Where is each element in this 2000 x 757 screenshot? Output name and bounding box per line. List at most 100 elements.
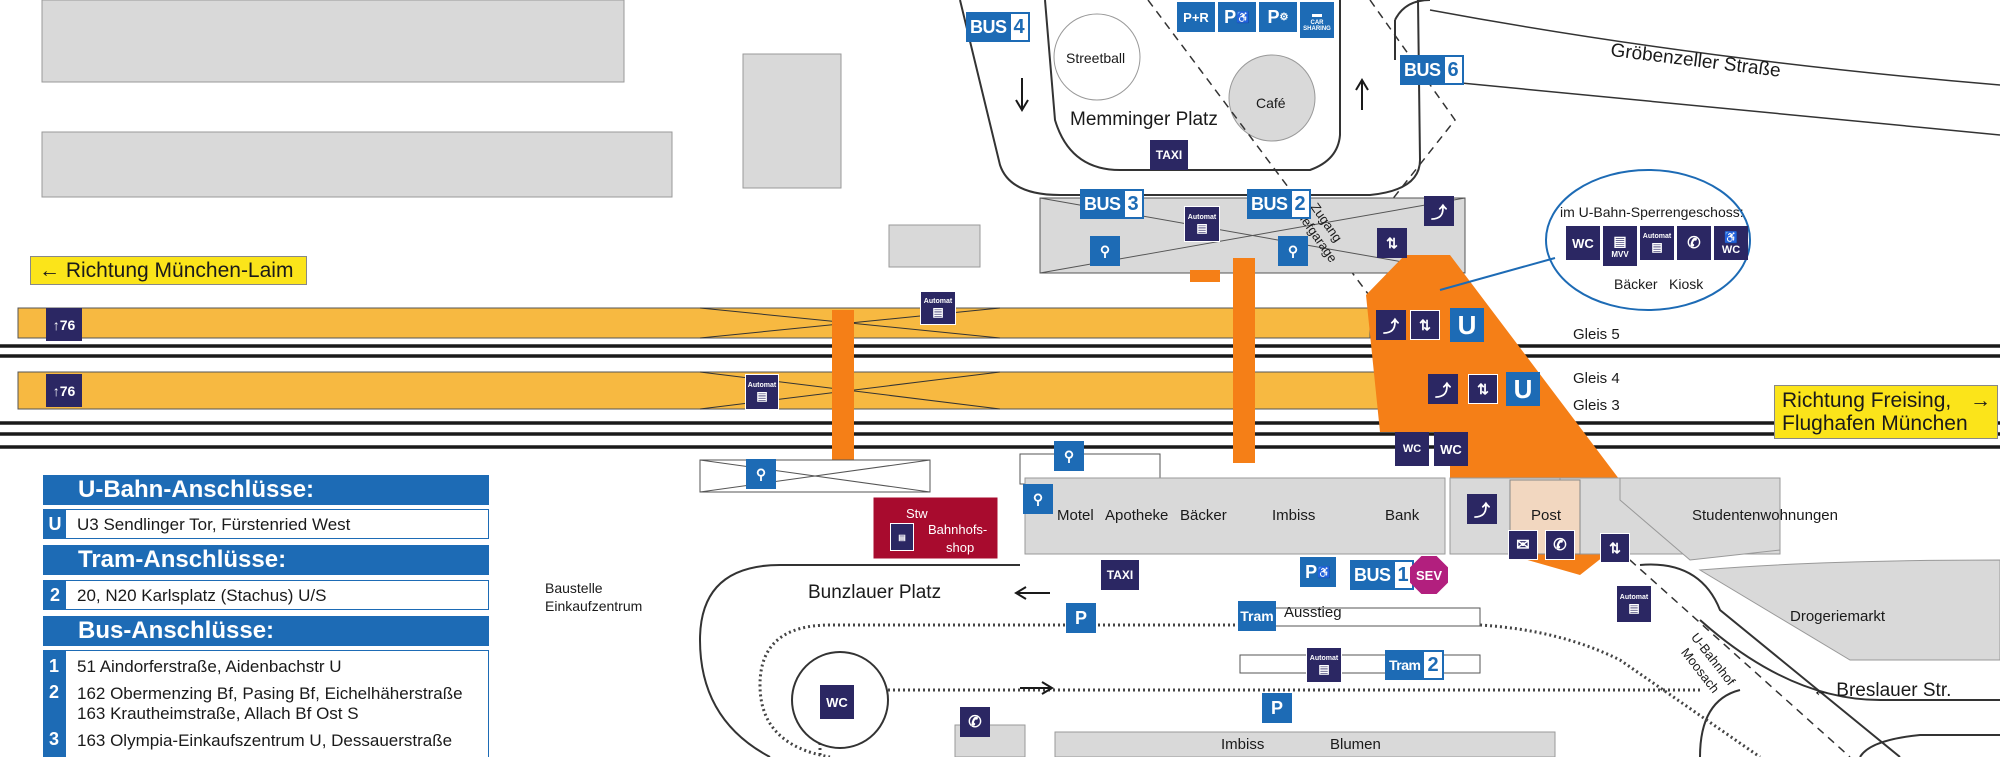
direction-west-text: ← Richtung München-Laim: [39, 259, 294, 282]
direction-east-line1: Richtung Freising,: [1782, 389, 1952, 412]
road-outline: [1639, 563, 1901, 757]
label-cafe: Café: [1256, 95, 1286, 111]
legend-tram-text: 20, N20 Karlsplatz (Stachus) U/S: [77, 586, 327, 605]
label-memminger-platz: Memminger Platz: [1070, 109, 1218, 130]
callout-baecker: Bäcker: [1614, 276, 1658, 292]
p-label: P: [1074, 607, 1087, 628]
automat-label: Automat: [1309, 654, 1339, 662]
road-outline: [1699, 689, 1741, 757]
ubahn-sign-label: U: [1513, 373, 1533, 404]
road-outline: [698, 564, 1020, 757]
callout-icon-row: WC ▤ MVV Automat▤ ✆ ♿WC: [1566, 226, 1748, 266]
short-term-parking-icon: P: [1262, 693, 1292, 723]
tram-island: [1239, 607, 1481, 627]
p-label: P: [1224, 6, 1237, 27]
underpass-hatch: [699, 459, 931, 493]
bus-number: 3: [1124, 189, 1144, 219]
automat-label: Automat: [923, 297, 953, 305]
wc-label: WC: [1402, 443, 1422, 455]
lift-icon: ⇅: [1468, 374, 1498, 404]
ubahn-sign-label: U: [1457, 309, 1477, 340]
track-label-gleis4: Gleis 4: [1573, 370, 1620, 387]
building-row: [1024, 477, 1446, 555]
phone-icon: ✆: [1545, 530, 1575, 560]
bus-label: BUS: [1400, 55, 1445, 85]
lift-icon: ⇅: [1410, 310, 1440, 340]
legend-tram-title: Tram-Anschlüsse:: [43, 545, 489, 575]
platform-upper: [17, 307, 1371, 339]
taxi-label: TAXI: [1155, 148, 1183, 162]
label-studentenwohnungen: Studentenwohnungen: [1692, 507, 1838, 524]
label-shop-line1: Bahnhofs-: [928, 522, 988, 537]
building: [41, 0, 625, 83]
phone-icon: ✆: [1677, 226, 1711, 260]
label-streetball: Streetball: [1066, 50, 1126, 66]
label-imbiss-south: Imbiss: [1221, 736, 1265, 753]
ticket-icon: ▤: [1628, 600, 1640, 615]
legend-bus-num: 2: [49, 682, 60, 702]
direction-east-line2: Flughafen München: [1782, 412, 1968, 435]
legend-bus-badges: [44, 651, 66, 757]
ticket-icon: ▤: [756, 388, 768, 403]
mvv-label: MVV: [1611, 250, 1629, 259]
short-term-parking-icon: P: [1066, 603, 1096, 633]
label-baustelle: Baustelle: [545, 580, 603, 596]
road-outline: [959, 0, 1422, 196]
track-label-gleis3: Gleis 3: [1573, 397, 1620, 414]
car-sharing-line2: SHARING: [1303, 25, 1331, 32]
wc-accessible-icon: ♿WC: [1714, 226, 1748, 260]
bike-parking-icon: ⚲: [1278, 236, 1308, 266]
building: [41, 131, 673, 198]
wc-label: WC: [1440, 441, 1462, 457]
ticket-machine-icon: ▤: [890, 523, 914, 551]
tram-stop-2: Tram 2: [1385, 650, 1444, 680]
bus-label: BUS: [1080, 189, 1125, 219]
ticket-mvv-icon: ▤ MVV: [1603, 226, 1637, 266]
wc-icon: WC: [820, 685, 854, 719]
label-imbiss: Imbiss: [1272, 507, 1316, 524]
p-label: P: [1305, 561, 1318, 582]
platform-lower: [17, 371, 1419, 410]
mail-icon: ✉: [1508, 530, 1538, 560]
legend-tram-badge: 2: [44, 581, 66, 609]
road-outline: [1859, 734, 2000, 757]
ubahn-sign: U: [1450, 308, 1484, 342]
ticket-icon: ▤: [1318, 661, 1330, 676]
ticket-automat: Automat▤: [1640, 226, 1674, 260]
label-bank: Bank: [1385, 507, 1420, 524]
legend-ubahn-text: U3 Sendlinger Tor, Fürstenried West: [77, 515, 351, 534]
bike-parking-icon: ⚲: [746, 459, 776, 489]
automat-label: Automat: [1619, 593, 1649, 601]
legend-bus-text: 163 Olympia-Einkaufszentrum U, Dessauers…: [77, 731, 453, 750]
motorcycle-parking-icon: P⚙: [1259, 2, 1297, 32]
label-apotheke: Apotheke: [1105, 507, 1169, 524]
callout-title: im U-Bahn-Sperrengeschoss:: [1560, 204, 1744, 220]
ticket-automat: Automat▤: [1616, 585, 1652, 623]
sev-label: SEV: [1415, 567, 1442, 583]
escalator-icon: ⤴: [1467, 494, 1497, 524]
escalator-icon: ⤴: [1428, 374, 1458, 404]
park-and-ride-icon: P+R: [1177, 2, 1215, 32]
bike-parking-icon: ⚲: [1054, 441, 1084, 471]
wheelchair-icon: ♿: [1236, 11, 1250, 24]
legend-bus-text: 162 Obermenzing Bf, Pasing Bf, Eichelhäh…: [77, 684, 463, 703]
bus-label: BUS: [1350, 560, 1395, 590]
arrow-left-icon: [1014, 586, 1050, 600]
bus-label: BUS: [1247, 189, 1292, 219]
sev-icon: SEV: [1410, 556, 1448, 594]
ticket-icon: ▤: [1613, 233, 1627, 249]
legend-ubahn-row: U U3 Sendlinger Tor, Fürstenried West: [43, 509, 489, 539]
label-einkaufzentrum: Einkaufzentrum: [545, 598, 643, 614]
label-shop-line2: shop: [946, 540, 975, 555]
ticket-automat: Automat▤: [920, 291, 956, 325]
automat-label: Automat: [747, 381, 777, 389]
ubahn-sign: U: [1506, 372, 1540, 406]
bus-label: BUS: [966, 12, 1011, 42]
car-sharing-icon: ▬ CAR SHARING: [1300, 2, 1334, 38]
lift-icon: ⇅: [1377, 228, 1407, 258]
tram-track: [758, 623, 1480, 757]
crossing: [1233, 258, 1255, 463]
callout-kiosk: Kiosk: [1669, 276, 1704, 292]
label-post: Post: [1531, 507, 1562, 524]
